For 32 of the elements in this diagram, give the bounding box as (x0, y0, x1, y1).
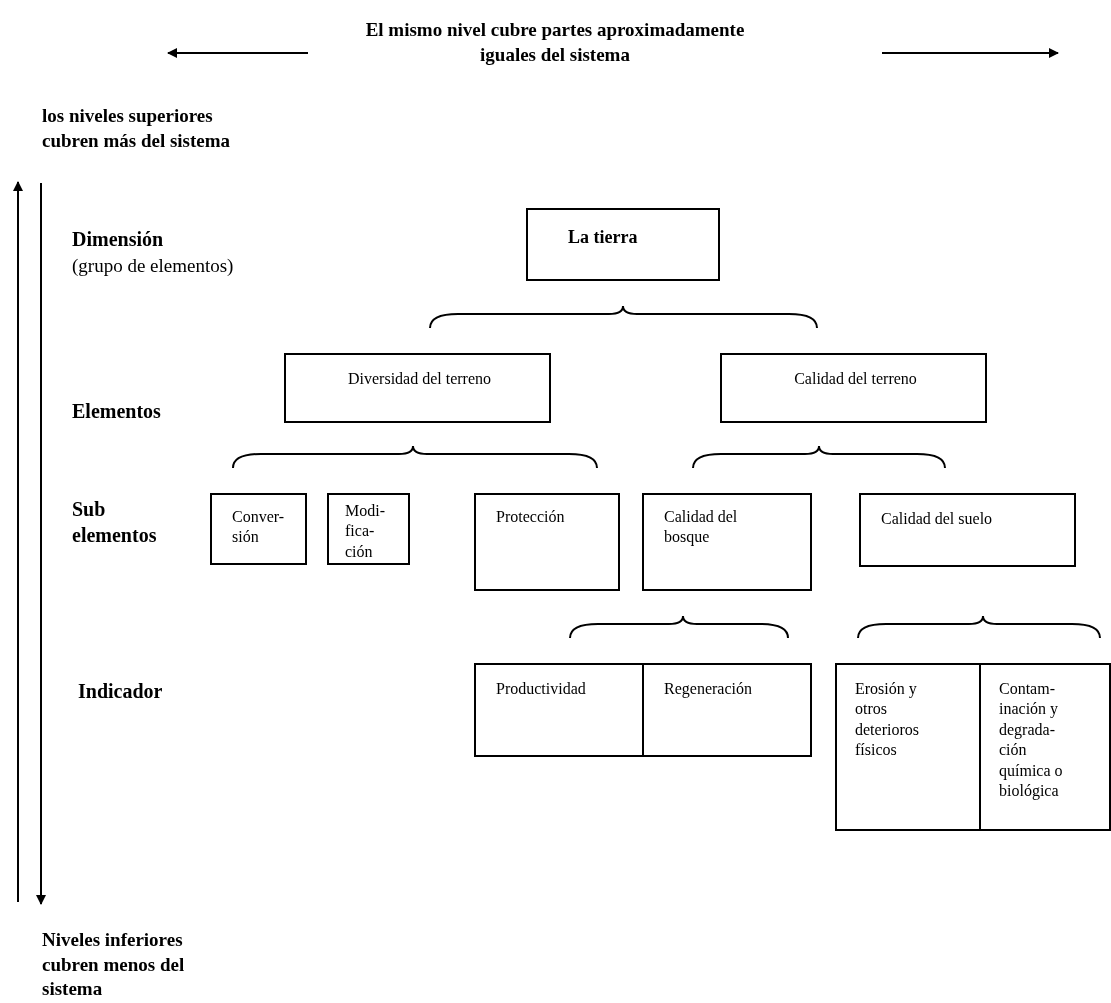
level-note: los niveles superiores cubren más del sistema (42, 104, 232, 153)
level-box (979, 663, 1111, 831)
level-box (835, 663, 981, 831)
box-label: Productividad (496, 679, 587, 699)
level-box (284, 353, 551, 423)
box-label: Calidad del suelo (881, 509, 994, 529)
heading-text: El mismo nivel cubre partes aproximadamente iguales del sistema (364, 18, 746, 67)
box-label: Protección (496, 507, 566, 527)
box-label: Erosión y otros deterioros físicos (855, 679, 920, 761)
box-label: Calidad del terreno (793, 369, 918, 389)
box-label: Regeneración (664, 679, 753, 700)
box-label: Diversidad del terreno (346, 369, 493, 389)
level-box (642, 493, 812, 591)
level-box (474, 663, 644, 757)
level-note: Niveles inferiores cubren menos del sistema (42, 928, 186, 1002)
box-label: Calidad del bosque (664, 507, 739, 548)
level-box (642, 663, 812, 757)
box-label: Modi- fica- ción (345, 501, 386, 562)
box-label: Conver- sión (232, 507, 286, 548)
level-box (210, 493, 307, 565)
level-name: Indicador (78, 679, 164, 704)
level-name: Dimensión (72, 227, 165, 252)
level-box (474, 493, 620, 591)
level-name: Sub elementos (72, 497, 158, 548)
level-box (526, 208, 720, 281)
level-box (720, 353, 987, 423)
box-label: La tierra (568, 226, 639, 249)
level-name: Elementos (72, 399, 162, 424)
level-description: (grupo de elementos) (72, 254, 235, 278)
level-box (859, 493, 1076, 567)
level-box (327, 493, 410, 565)
box-label: Contam- inación y degrada- ción química o biológica (999, 679, 1064, 802)
